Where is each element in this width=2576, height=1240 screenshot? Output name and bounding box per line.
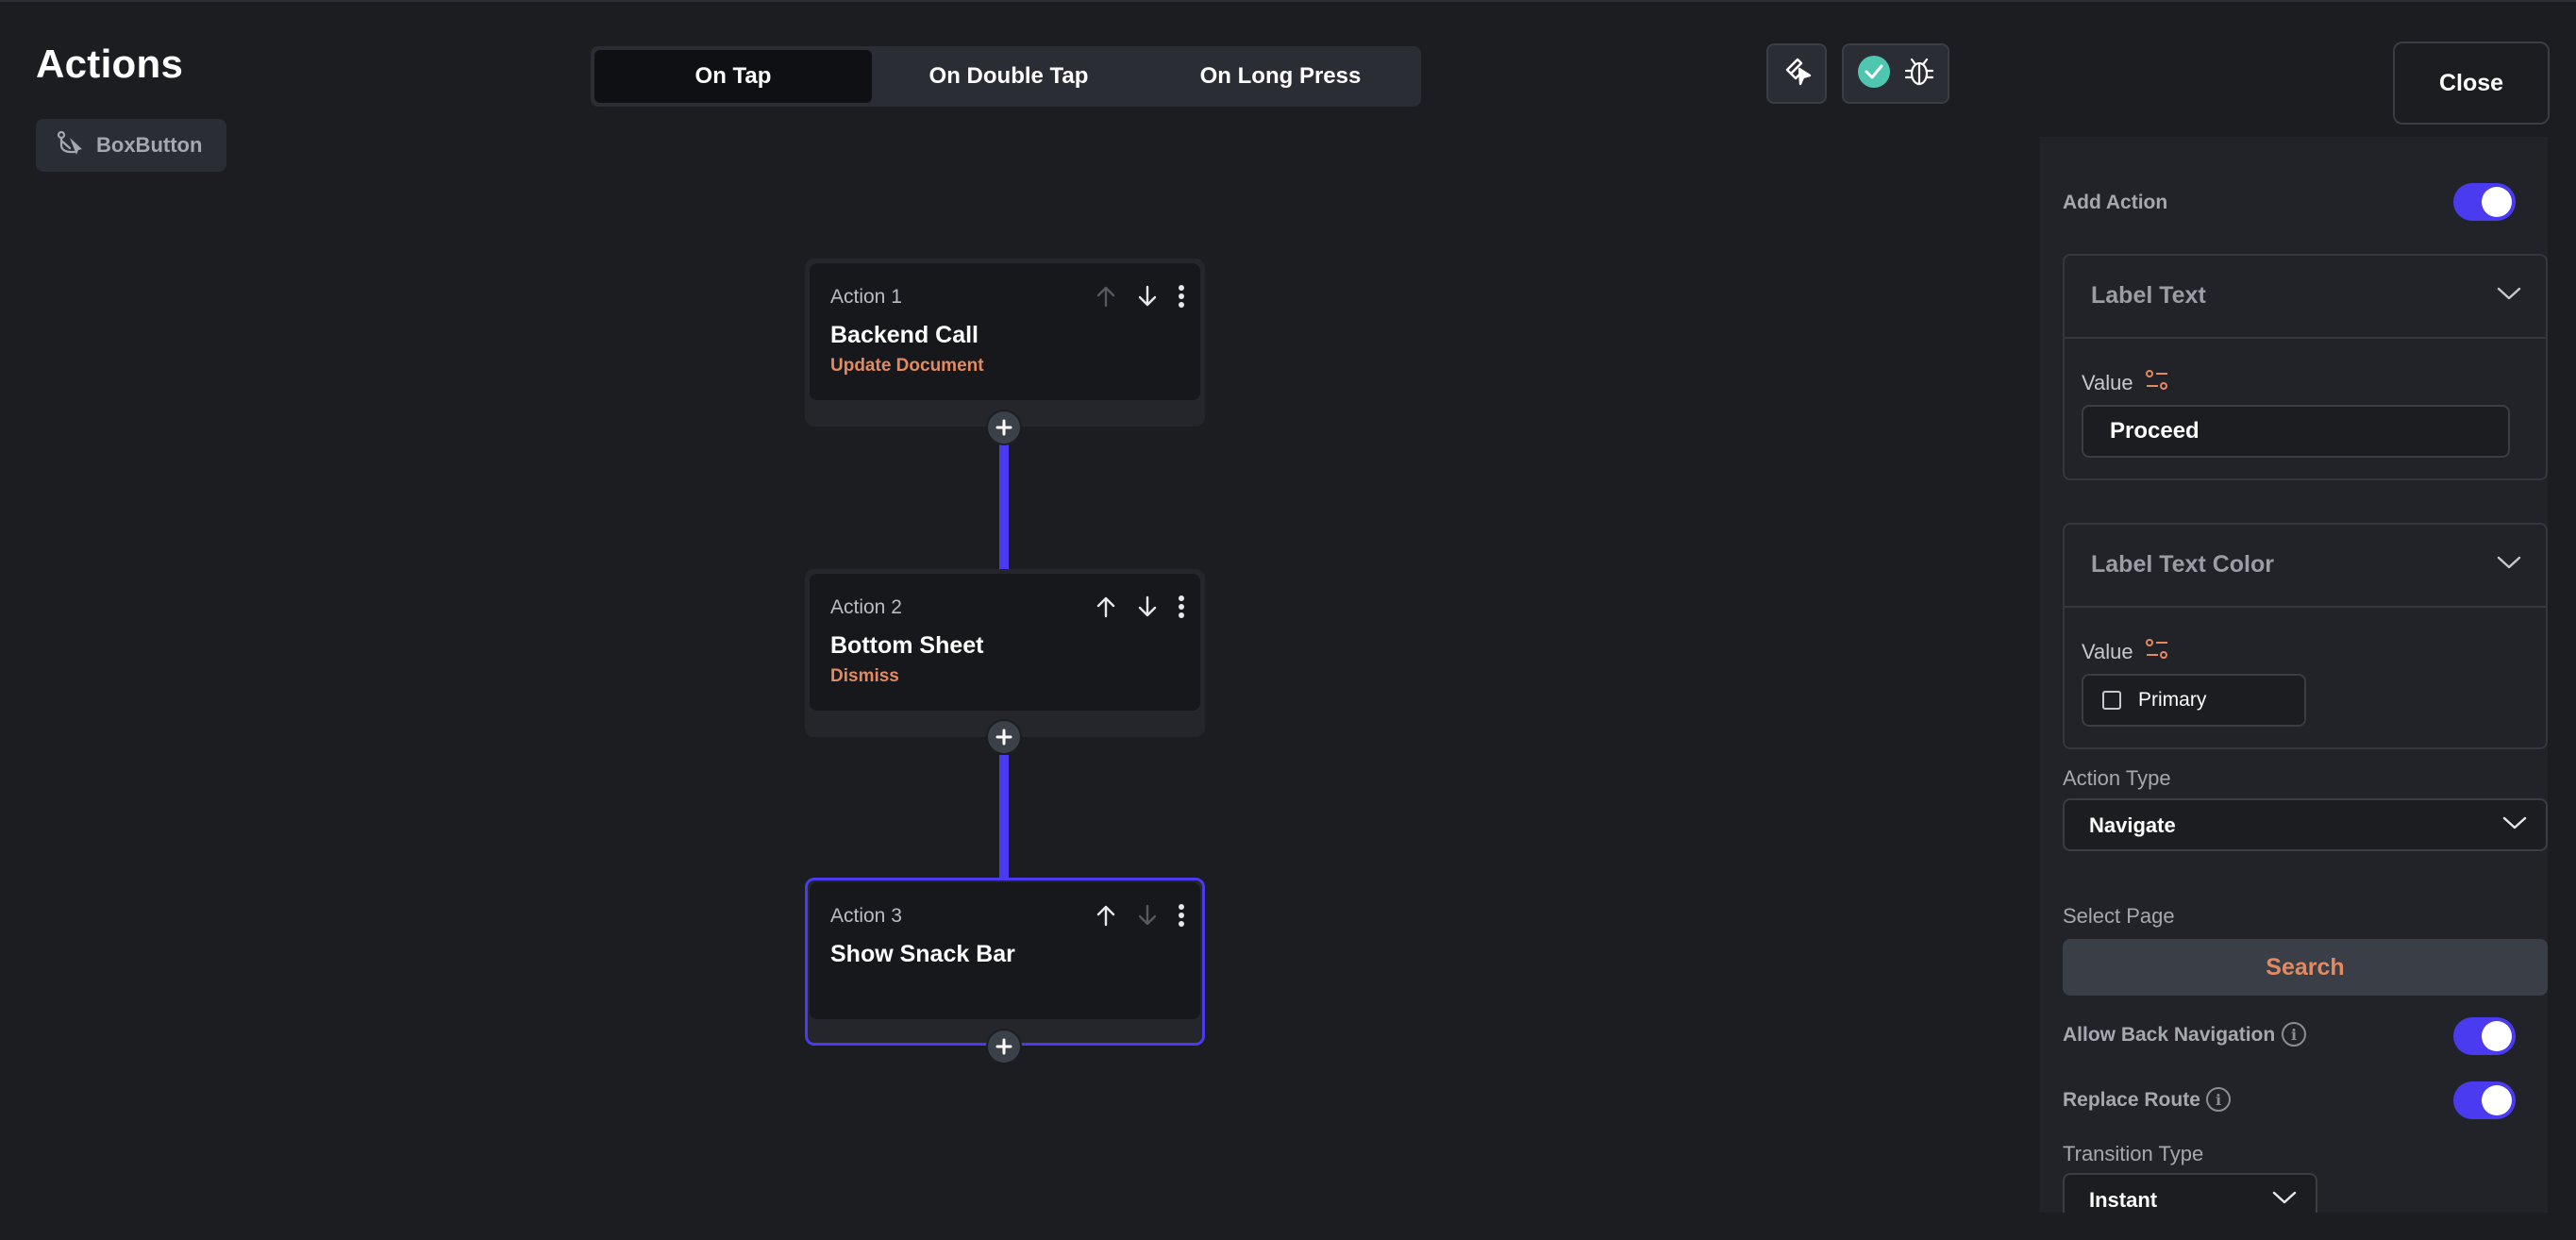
tab-on-long-press[interactable]: On Long Press bbox=[1199, 63, 1362, 89]
transition-type-label: Transition Type bbox=[2063, 1142, 2204, 1165]
action-subtitle: Dismiss bbox=[830, 666, 899, 686]
section-title: Label Text bbox=[2091, 282, 2206, 309]
allow-back-navigation-label: Allow Back Navigation bbox=[2063, 1024, 2276, 1046]
color-swatch bbox=[2102, 691, 2121, 710]
section-title: Label Text Color bbox=[2091, 551, 2275, 578]
more-vert-icon[interactable] bbox=[1167, 282, 1196, 310]
bug-icon bbox=[1904, 56, 1934, 92]
action-number: Action 2 bbox=[830, 596, 902, 618]
label-text-color-header[interactable]: Label Text Color bbox=[2065, 525, 2546, 608]
action-type-select[interactable]: Navigate bbox=[2063, 798, 2548, 851]
label-text-header[interactable]: Label Text bbox=[2065, 256, 2546, 339]
flutter-run-icon bbox=[1781, 56, 1813, 92]
action-name: Backend Call bbox=[830, 322, 979, 348]
label-text-input[interactable]: Proceed bbox=[2082, 405, 2510, 458]
allow-back-navigation-toggle[interactable] bbox=[2453, 1017, 2516, 1055]
action-card-2[interactable]: Action 2 Bottom Sheet Dismiss bbox=[805, 569, 1205, 737]
add-action-after-3[interactable] bbox=[986, 1029, 1022, 1064]
action-number: Action 3 bbox=[830, 905, 902, 927]
replace-route-toggle[interactable] bbox=[2453, 1081, 2516, 1119]
widget-name: BoxButton bbox=[96, 133, 203, 157]
chevron-down-icon bbox=[2497, 286, 2521, 306]
toggle-knob bbox=[2482, 187, 2512, 217]
info-icon[interactable]: i bbox=[2282, 1022, 2306, 1047]
color-value: Primary bbox=[2138, 689, 2207, 711]
action-subtitle: Update Document bbox=[830, 356, 984, 376]
add-action-after-1[interactable] bbox=[986, 410, 1022, 445]
close-button[interactable]: Close bbox=[2393, 42, 2550, 125]
tab-on-tap[interactable]: On Tap bbox=[594, 50, 872, 103]
action-card-3[interactable]: Action 3 Show Snack Bar bbox=[805, 878, 1205, 1046]
variable-icon[interactable] bbox=[2145, 638, 2169, 666]
add-action-label: Add Action bbox=[2063, 192, 2168, 213]
info-icon[interactable]: i bbox=[2206, 1087, 2231, 1112]
action-name: Bottom Sheet bbox=[830, 632, 984, 659]
add-action-after-2[interactable] bbox=[986, 719, 1022, 755]
label-text-section: Label Text Value Proceed bbox=[2063, 254, 2548, 480]
toggle-knob bbox=[2482, 1085, 2512, 1115]
arrow-up-icon[interactable] bbox=[1092, 282, 1120, 310]
label-text-value: Proceed bbox=[2110, 418, 2200, 444]
select-page-label: Select Page bbox=[2063, 904, 2175, 928]
flow-connector bbox=[999, 444, 1009, 571]
action-type-label: Action Type bbox=[2063, 766, 2171, 790]
arrow-up-icon[interactable] bbox=[1092, 901, 1120, 930]
action-card-body: Action 1 Backend Call Update Document bbox=[810, 263, 1200, 400]
chevron-down-icon bbox=[2497, 555, 2521, 575]
transition-type-select[interactable]: Instant bbox=[2063, 1173, 2317, 1213]
check-icon bbox=[1857, 55, 1891, 93]
chevron-down-icon bbox=[2272, 1190, 2297, 1210]
value-label: Value bbox=[2082, 638, 2169, 666]
arrow-up-icon[interactable] bbox=[1092, 593, 1120, 621]
more-vert-icon[interactable] bbox=[1167, 901, 1196, 930]
action-card-1[interactable]: Action 1 Backend Call Update Document bbox=[805, 259, 1205, 427]
trigger-tabs: On Tap On Double Tap On Long Press bbox=[591, 46, 1421, 107]
plus-icon bbox=[995, 1038, 1012, 1055]
top-border bbox=[0, 0, 2576, 2]
more-vert-icon[interactable] bbox=[1167, 593, 1196, 621]
transition-type-value: Instant bbox=[2089, 1188, 2158, 1212]
flow-connector bbox=[999, 755, 1009, 881]
action-number: Action 1 bbox=[830, 286, 902, 308]
page-title: Actions bbox=[36, 42, 184, 86]
search-page-button[interactable]: Search bbox=[2063, 939, 2548, 996]
toggle-knob bbox=[2482, 1021, 2512, 1051]
action-type-value: Navigate bbox=[2089, 813, 2176, 837]
tab-on-double-tap[interactable]: On Double Tap bbox=[928, 63, 1089, 89]
label-text-color-section: Label Text Color Value Primary bbox=[2063, 523, 2548, 749]
arrow-down-icon[interactable] bbox=[1133, 901, 1162, 930]
arrow-down-icon[interactable] bbox=[1133, 593, 1162, 621]
widget-chip[interactable]: BoxButton bbox=[36, 119, 226, 172]
run-button[interactable] bbox=[1766, 43, 1827, 104]
branch-icon bbox=[55, 129, 83, 162]
action-name: Show Snack Bar bbox=[830, 941, 1015, 967]
replace-route-label: Replace Route bbox=[2063, 1089, 2200, 1111]
value-label-text: Value bbox=[2082, 640, 2133, 663]
plus-icon bbox=[995, 419, 1012, 436]
debug-button[interactable] bbox=[1842, 43, 1949, 104]
plus-icon bbox=[995, 729, 1012, 746]
action-properties-panel: Add Action Label Text Value Proceed Labe… bbox=[2040, 137, 2548, 1213]
value-label-text: Value bbox=[2082, 371, 2133, 394]
action-card-body: Action 2 Bottom Sheet Dismiss bbox=[810, 574, 1200, 711]
add-action-toggle[interactable] bbox=[2453, 183, 2516, 221]
chevron-down-icon bbox=[2502, 815, 2527, 835]
arrow-down-icon[interactable] bbox=[1133, 282, 1162, 310]
color-picker-field[interactable]: Primary bbox=[2082, 674, 2306, 727]
action-card-body: Action 3 Show Snack Bar bbox=[810, 882, 1200, 1019]
variable-icon[interactable] bbox=[2145, 369, 2169, 397]
value-label: Value bbox=[2082, 369, 2169, 397]
